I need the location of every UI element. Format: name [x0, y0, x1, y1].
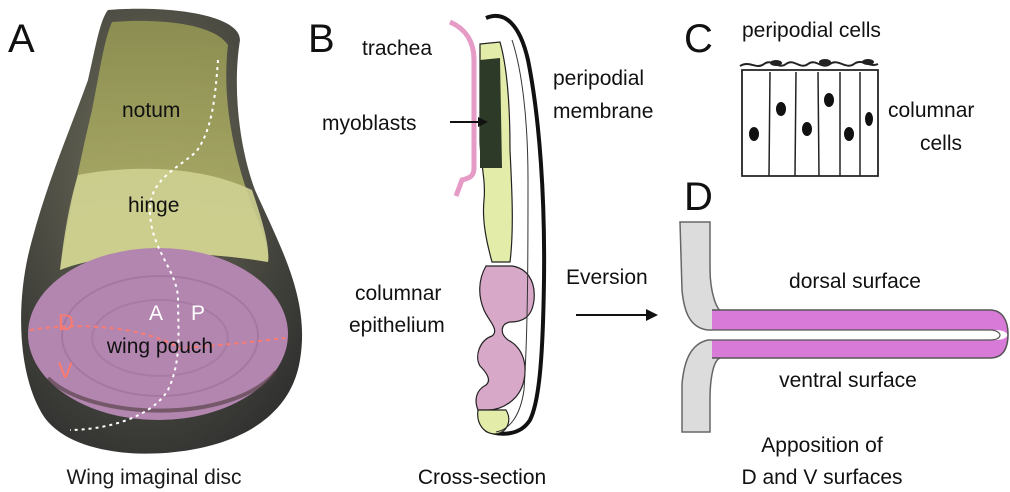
myoblasts-label: myoblasts — [322, 112, 417, 135]
columnar-cell-block — [742, 70, 878, 176]
anterior-label: A — [149, 302, 163, 325]
apposition-caption-1: Apposition of — [761, 434, 883, 457]
columnar-epithelium-pink — [476, 266, 534, 410]
peripodial-cells-label: peripodial cells — [742, 19, 881, 42]
columnar-nucleus-5 — [844, 127, 854, 141]
cell-wall-1 — [769, 72, 770, 176]
fold-inner-line — [712, 330, 1000, 340]
panel-b: B trachea myoblasts peripodial membrane … — [308, 16, 653, 489]
peripodial-cell-layer — [740, 62, 878, 66]
apposition-caption-2: D and V surfaces — [741, 466, 902, 489]
columnar-epithelium-base — [478, 410, 509, 434]
eversion-label: Eversion — [566, 266, 648, 289]
columnar-epithelium-label-1: columnar — [355, 282, 441, 305]
panel-b-letter: B — [308, 17, 335, 61]
hinge-label: hinge — [128, 194, 179, 217]
columnar-nucleus-2 — [776, 102, 786, 116]
dorsal-surface-label: dorsal surface — [789, 270, 921, 293]
posterior-label: P — [191, 302, 205, 325]
columnar-nucleus-1 — [749, 127, 759, 141]
peripodial-label-2: membrane — [553, 100, 653, 123]
trachea-label: trachea — [362, 37, 432, 60]
columnar-nucleus-3 — [802, 122, 812, 136]
columnar-cells-label-2: cells — [920, 132, 962, 155]
cell-wall-2 — [795, 72, 796, 176]
panel-b-caption: Cross-section — [418, 466, 546, 489]
cell-wall-3 — [818, 72, 819, 176]
panel-d-letter: D — [684, 175, 713, 219]
myoblasts-region — [480, 58, 502, 168]
panel-a: A notum hinge A P D V wing pouch Wing im… — [8, 9, 302, 489]
peripodial-label-1: peripodial — [553, 67, 644, 90]
trachea-strip — [450, 22, 474, 196]
columnar-nucleus-6 — [865, 112, 873, 126]
notum-label: notum — [122, 99, 180, 122]
panel-c-letter: C — [684, 17, 713, 61]
dorsal-label: D — [58, 310, 74, 335]
ventral-label: V — [58, 358, 73, 383]
peripodial-nucleus-3 — [862, 59, 874, 65]
panel-d: D Eversion dorsal surface ventral surfac… — [566, 175, 1008, 489]
panel-a-letter: A — [8, 17, 35, 61]
columnar-epithelium-label-2: epithelium — [349, 314, 445, 337]
wing-pouch-label: wing pouch — [106, 335, 213, 358]
columnar-nucleus-4 — [824, 93, 834, 107]
panel-c: C peripodial cells columnar cells — [684, 17, 974, 176]
ventral-surface-label: ventral surface — [779, 369, 917, 392]
peripodial-nucleus-1 — [770, 60, 782, 66]
columnar-cells-label-1: columnar — [888, 99, 974, 122]
peripodial-nucleus-2 — [819, 59, 831, 65]
panel-a-caption: Wing imaginal disc — [66, 466, 241, 489]
eversion-arrowhead — [646, 309, 658, 321]
